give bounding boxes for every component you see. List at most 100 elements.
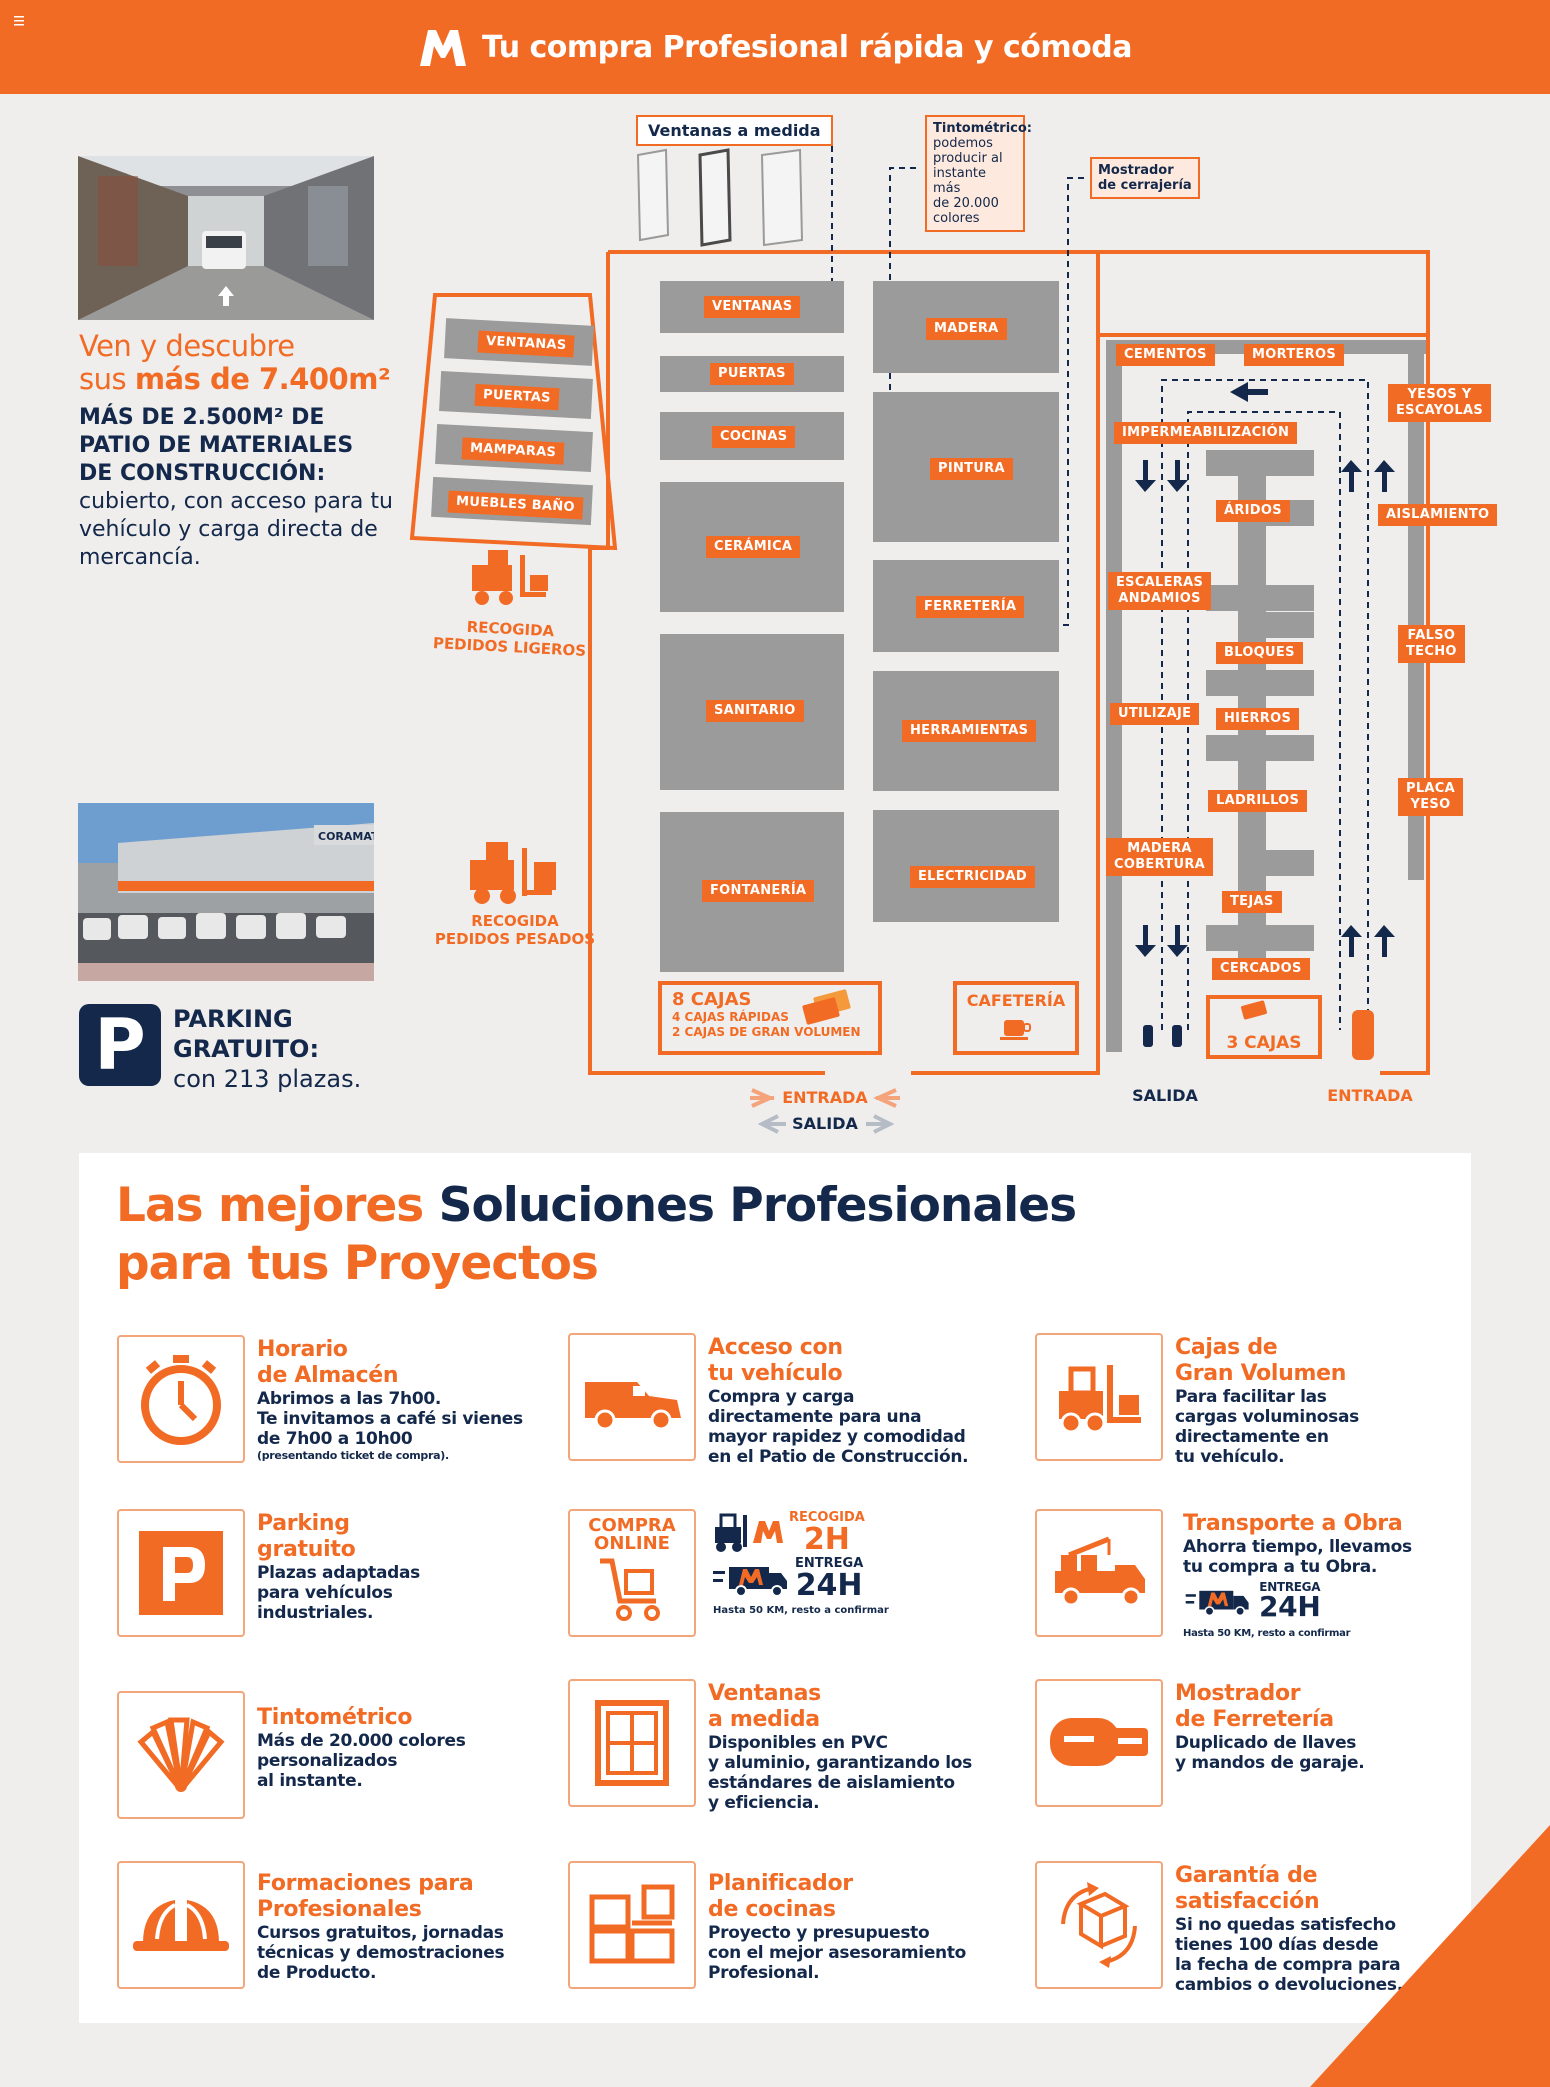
- service-mostrador: Mostrador de Ferretería Duplicado de lla…: [1035, 1679, 1465, 1809]
- services-heading: Las mejores Soluciones Profesionales par…: [116, 1177, 1077, 1293]
- horario-small: (presentando ticket de compra).: [257, 1449, 449, 1462]
- ventanas-medida-label: Ventanas a medida: [648, 121, 821, 140]
- parking-p-icon: [117, 1509, 245, 1637]
- mostrador-ann-1: de cerrajería: [1098, 178, 1192, 193]
- ventanas-title-2: a medida: [708, 1707, 820, 1732]
- yard-impermeabilizacion: IMPERMEABILIZACIÓN: [1114, 422, 1298, 444]
- yard-aislamiento: AISLAMIENTO: [1378, 504, 1498, 526]
- tinto-desc-1a: Más de: [257, 1731, 329, 1751]
- yard-3-cajas: 3 CAJAS: [1226, 1033, 1302, 1053]
- cajas-line-2: 2 CAJAS DE GRAN VOLUMEN: [672, 1025, 861, 1039]
- tinto-desc-2: personalizados: [257, 1751, 398, 1771]
- garantia-desc-2a: tienes: [1175, 1935, 1239, 1955]
- acceso-desc-2b: para una: [833, 1407, 922, 1427]
- people-exit-icon: [1143, 1025, 1182, 1047]
- mostrador-title-2: de Ferretería: [1175, 1707, 1334, 1732]
- service-horario: Horario de Almacén Abrimos a las 7h00. T…: [117, 1335, 547, 1465]
- horario-bold: Abrimos a las 7h00.: [257, 1389, 442, 1409]
- crane-truck-icon: [1035, 1509, 1163, 1637]
- cajas-block: 8 CAJAS 4 CAJAS RÁPIDAS 2 CAJAS DE GRAN …: [672, 990, 861, 1040]
- service-tinto: Tintométrico Más de 20.000 colores perso…: [117, 1691, 547, 1821]
- shopping-cart-icon: COMPRA ONLINE: [568, 1509, 696, 1637]
- garantia-desc-4-end: .: [1396, 1975, 1403, 1995]
- ventanas-desc-3: estándares de aislamiento: [708, 1773, 955, 1793]
- planificador-desc-1: Proyecto y presupuesto: [708, 1923, 930, 1943]
- garantia-desc-2b: 100 días: [1238, 1935, 1317, 1955]
- yard-madera-cobertura: MADERA COBERTURA: [1106, 838, 1214, 876]
- cajas-desc-2: cargas voluminosas: [1175, 1407, 1359, 1427]
- yard-morteros: MORTEROS: [1244, 344, 1344, 366]
- service-parking: Parking gratuito Plazas adaptadas para v…: [117, 1509, 547, 1639]
- label-sanitario: SANITARIO: [706, 700, 804, 722]
- parking-letter: P: [94, 1004, 146, 1086]
- label-madera: MADERA: [926, 318, 1007, 340]
- lock-cylinder-icon: [1035, 1679, 1163, 1807]
- acceso-title-1: Acceso con: [708, 1335, 843, 1360]
- label-herramientas: HERRAMIENTAS: [902, 720, 1037, 742]
- salida-label: SALIDA: [792, 1114, 858, 1133]
- corner-decoration: [1310, 1825, 1550, 2087]
- service-transporte: Transporte a Obra Ahorra tiempo, llevamo…: [1035, 1509, 1465, 1639]
- online-online: ONLINE: [594, 1533, 670, 1554]
- menu-icon[interactable]: [14, 16, 28, 26]
- header-bar: Tu compra Profesional rápida y cómoda: [0, 0, 1550, 94]
- heading-orange-2: para tus Proyectos: [116, 1236, 599, 1291]
- planificador-desc-2b: mejor asesoramiento: [768, 1943, 967, 1963]
- intro-line-2: sus más de 7.400m²: [79, 363, 419, 396]
- yard-placa-yeso-0: PLACA: [1406, 781, 1455, 796]
- warehouse-photo: [78, 156, 374, 320]
- acceso-desc-2a: directamente: [708, 1407, 833, 1427]
- return-box-icon: [1035, 1861, 1163, 1989]
- recogida-pesados-1: PEDIDOS PESADOS: [434, 930, 596, 948]
- parking-title-1: Parking: [257, 1511, 350, 1536]
- heading-navy: Soluciones Profesionales: [438, 1178, 1077, 1233]
- tinto-ann-4: de 20.000: [933, 196, 999, 211]
- intro-line-1: Ven y descubre: [79, 329, 295, 363]
- transporte-24h: 24H: [1259, 1590, 1321, 1623]
- ventanas-desc-1b: PVC: [850, 1733, 888, 1753]
- yard-yesos: YESOS Y ESCAYOLAS: [1388, 384, 1492, 422]
- parking-desc-2: industriales.: [257, 1603, 374, 1623]
- entrada-label: ENTRADA: [782, 1088, 868, 1107]
- cajas-line-1: 4 CAJAS RÁPIDAS: [672, 1010, 789, 1024]
- yard-tejas: TEJAS: [1222, 891, 1282, 913]
- forklift-light-icon: [472, 550, 548, 605]
- recogida-pesados-label: RECOGIDA PEDIDOS PESADOS: [432, 912, 598, 948]
- formaciones-title-2: Profesionales: [257, 1897, 422, 1922]
- acceso-desc-3: mayor rapidez y comodidad: [708, 1427, 966, 1447]
- garantia-desc-2c: desde: [1316, 1935, 1379, 1955]
- formaciones-title-1: Formaciones para: [257, 1871, 474, 1896]
- yard-placa-yeso-1: YESO: [1410, 797, 1451, 812]
- yard-cercados: CERCADOS: [1212, 958, 1310, 980]
- stopwatch-icon: [117, 1335, 245, 1463]
- service-planificador: Planificador de cocinas Proyecto y presu…: [568, 1861, 998, 1991]
- brand-logo-icon: [420, 30, 467, 66]
- acceso-title-2: tu vehículo: [708, 1361, 843, 1386]
- parking-desc-1: para vehículos: [257, 1583, 393, 1603]
- tinto-ann-2: producir al: [933, 151, 1003, 166]
- mostrador-desc-2: y mandos de garaje.: [1175, 1753, 1365, 1773]
- transporte-note: Hasta 50 KM, resto a confirmar: [1183, 1628, 1351, 1639]
- horario-desc-2: de 7h00 a 10h00: [257, 1429, 413, 1449]
- online-recogida: RECOGIDA: [789, 1510, 865, 1525]
- car-entry-icon: [1352, 1010, 1374, 1060]
- tintometrico-callout: Tintométrico: podemos producir al instan…: [925, 115, 1032, 232]
- garantia-desc-1: Si no quedas satisfecho: [1175, 1915, 1396, 1935]
- yard-escaleras-0: ESCALERAS: [1116, 575, 1204, 590]
- store-map: Ventanas a medida Tintométrico: podemos …: [409, 115, 1498, 1134]
- parking-title-2: gratuito: [257, 1537, 356, 1562]
- tinto-desc-3: al instante.: [257, 1771, 363, 1791]
- heading-orange-1: Las mejores: [116, 1178, 439, 1233]
- online-24h: 24H: [795, 1568, 863, 1603]
- yard-yesos-0: YESOS Y: [1407, 387, 1472, 402]
- mostrador-callout: Mostrador de cerrajería: [1090, 157, 1200, 199]
- yard-escaleras: ESCALERAS ANDAMIOS: [1108, 572, 1212, 610]
- intro-body-2: vehículo y carga directa de: [79, 517, 378, 542]
- label-puertas: PUERTAS: [710, 363, 794, 385]
- mostrador-title-1: Mostrador: [1175, 1681, 1301, 1706]
- planificador-title-2: de cocinas: [708, 1897, 836, 1922]
- yard-entrada: ENTRADA: [1327, 1086, 1413, 1105]
- forklift-small-icon: [715, 1513, 783, 1552]
- intro-area-bold: más de 7.400m²: [134, 362, 391, 396]
